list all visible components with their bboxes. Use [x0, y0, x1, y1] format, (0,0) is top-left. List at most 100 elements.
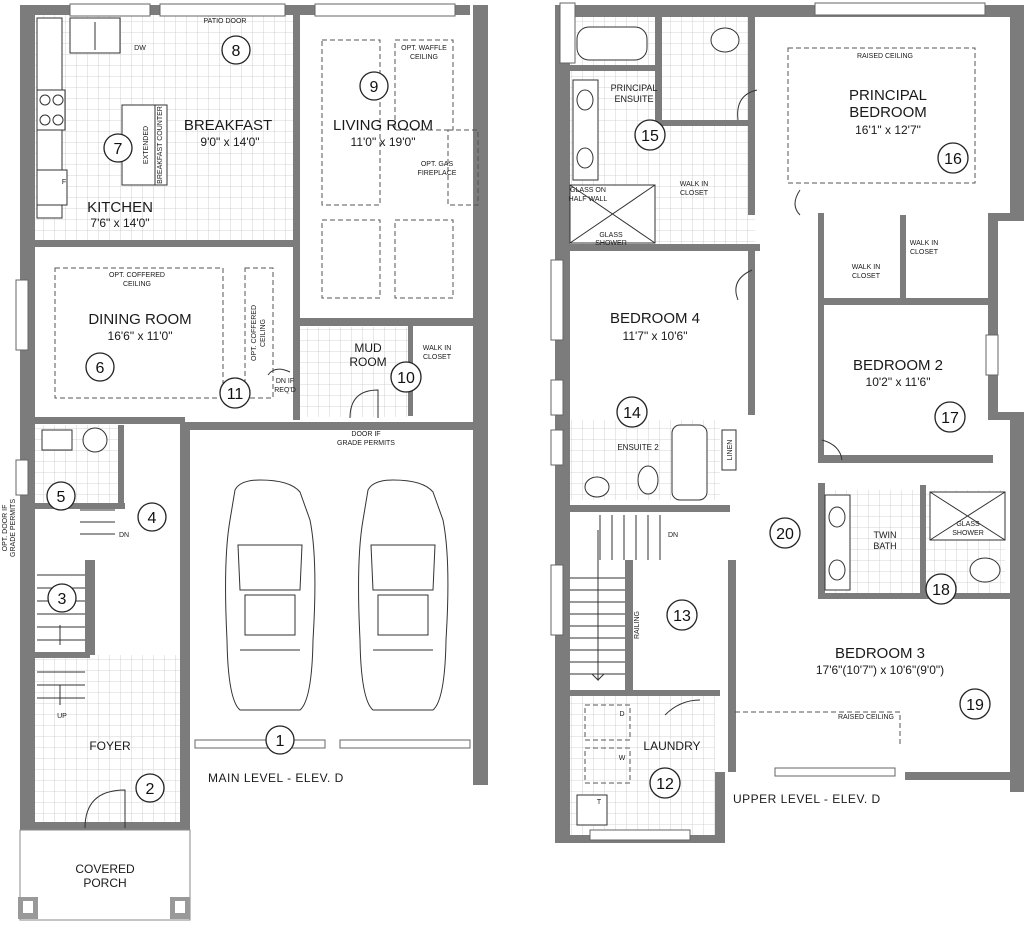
upper-dn-note: DN [668, 532, 678, 539]
coffered-side-note-2: CEILING [260, 319, 267, 347]
waffle-ceiling-d [394, 219, 454, 299]
coffered-ceiling [54, 267, 224, 399]
marker-14[interactable]: 14 [616, 396, 648, 428]
marker-11[interactable]: 11 [219, 377, 251, 409]
svg-text:13: 13 [673, 608, 691, 625]
walk-in-c-note-2: CLOSET [910, 249, 939, 256]
twin-bath-label-2: BATH [873, 541, 896, 551]
extended-counter-note-1: EXTENDED [143, 126, 150, 164]
bedroom3-west-wall [728, 560, 736, 772]
coffered-note-2: CEILING [123, 281, 151, 288]
kitchen-dining-wall [35, 240, 297, 247]
marker-4[interactable]: 4 [137, 502, 167, 532]
stair-landing-wall [35, 652, 90, 658]
dn-if-note-2: REQ'D [274, 387, 296, 394]
marker-12[interactable]: 12 [649, 767, 681, 799]
marker-19[interactable]: 19 [959, 688, 991, 720]
porch-outline [19, 829, 191, 921]
mud-door [349, 389, 379, 419]
principal-bedroom-label-1: PRINCIPAL [849, 87, 927, 104]
marker-2[interactable]: 2 [135, 773, 165, 803]
principal-door [737, 89, 758, 121]
svg-text:3: 3 [58, 591, 67, 608]
upper-stairs [570, 515, 661, 682]
marker-9[interactable]: 9 [359, 71, 389, 101]
mud-room-label-2: ROOM [349, 355, 386, 369]
walk-in-b-note-2: CLOSET [852, 273, 881, 280]
ensuite-vanity [572, 79, 599, 181]
marker-17[interactable]: 17 [934, 401, 966, 433]
marker-10[interactable]: 10 [390, 361, 422, 393]
garage-door-left [194, 739, 326, 749]
marker-20[interactable]: 20 [769, 517, 801, 549]
car-right [358, 479, 449, 711]
garage-north-wall [190, 422, 480, 430]
marker-15[interactable]: 15 [634, 119, 666, 151]
laundry-tub [576, 794, 608, 826]
bedroom4-label: BEDROOM 4 [610, 310, 700, 327]
laundry-north-wall [570, 690, 720, 696]
twinbath-divider [920, 485, 926, 595]
marker-16[interactable]: 16 [937, 142, 969, 174]
upper-east-wall-b [988, 213, 998, 418]
kitchen-label: KITCHEN [87, 199, 153, 216]
tub-wall [570, 65, 660, 71]
main-up-note: UP [57, 713, 67, 720]
upper-west-wall [555, 5, 570, 843]
upper-level-markers: 12 13 14 15 16 17 18 19 20 [616, 119, 991, 799]
opt-door-note-2: GRADE PERMITS [10, 499, 17, 557]
svg-text:12: 12 [656, 776, 674, 793]
ensuite-toilet [710, 27, 740, 53]
bathtub [576, 26, 648, 61]
living-window [314, 3, 456, 17]
marker-7[interactable]: 7 [103, 133, 133, 163]
svg-text:6: 6 [96, 360, 105, 377]
patio-door [159, 3, 286, 17]
bedroom2-west-wall [818, 213, 824, 458]
washer-note: W [619, 755, 626, 762]
twinbath-south-wall [818, 593, 1013, 599]
svg-text:8: 8 [232, 43, 241, 60]
main-level-markers: 1 2 3 4 5 6 7 8 9 10 11 [46, 35, 422, 803]
ensuite2-window [550, 429, 564, 466]
glass-half-note-2: HALF WALL [569, 196, 608, 203]
bedroom2-window [985, 334, 999, 376]
upper-level-title: UPPER LEVEL - ELEV. D [733, 792, 881, 806]
glass-half-note-1: GLASS ON [570, 187, 606, 194]
closet-a-north [655, 120, 755, 126]
powder-sink [41, 429, 73, 451]
powder-east-wall [118, 425, 124, 507]
main-level-plan: BREAKFAST 9'0" x 14'0" KITCHEN 7'6" x 14… [2, 3, 488, 921]
marker-1[interactable]: 1 [265, 725, 295, 755]
dining-window [15, 279, 29, 351]
marker-6[interactable]: 6 [85, 352, 115, 382]
waffle-ceiling-b [394, 39, 454, 131]
upper-east-jog-b [988, 412, 1024, 420]
marker-8[interactable]: 8 [221, 35, 251, 65]
svg-text:20: 20 [776, 526, 794, 543]
marker-3[interactable]: 3 [47, 583, 77, 613]
main-walk-in-note-2: CLOSET [423, 354, 452, 361]
walk-in-a-note-1: WALK IN [680, 181, 709, 188]
living-label: LIVING ROOM [333, 117, 433, 134]
bedroom4-dims: 11'7" x 10'6" [623, 329, 688, 343]
svg-text:1: 1 [276, 733, 285, 750]
garage-west-wall [180, 422, 190, 832]
marker-18[interactable]: 18 [925, 573, 957, 605]
ensuite2-tub [671, 424, 708, 501]
upper-east-wall-c [1010, 412, 1024, 792]
stair-window [550, 564, 564, 636]
svg-text:14: 14 [623, 405, 641, 422]
ensuite2-south-wall [570, 505, 730, 512]
stair-wall [85, 560, 95, 655]
waffle-ceiling-c [321, 219, 381, 299]
gas-note-1: OPT. GAS [421, 161, 454, 168]
powder-window [15, 459, 29, 496]
marker-13[interactable]: 13 [666, 599, 698, 631]
ensuite2-toilet [637, 465, 659, 495]
glass-shower-b-note-1: GLASS [956, 521, 980, 528]
marker-5[interactable]: 5 [46, 481, 76, 511]
principal-bedroom-dims: 16'1" x 12'7" [855, 123, 921, 137]
dn-if-note-1: DN IF [276, 378, 294, 385]
bedroom2-dims: 10'2" x 11'6" [866, 375, 931, 389]
